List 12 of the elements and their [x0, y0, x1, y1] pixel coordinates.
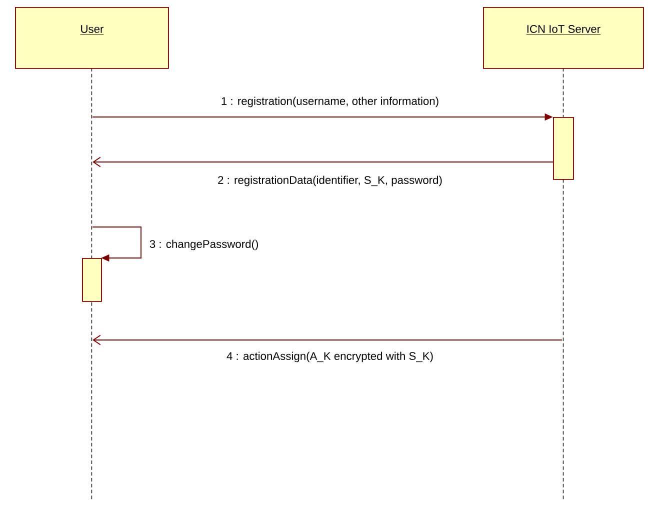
lifeline-header-box: ICN IoT Server [483, 7, 644, 69]
message-arrow [92, 334, 562, 346]
activation-bar [82, 258, 102, 302]
message-label: 1 : registration(username, other information) [222, 96, 438, 108]
lifeline [91, 68, 92, 501]
activation-bar [553, 117, 574, 180]
message-label: 2 : registrationData(identifier, S_K, password) [218, 176, 442, 186]
message-arrow [92, 226, 142, 262]
lifeline-header-box: User [15, 7, 169, 69]
message-arrow [92, 156, 554, 168]
message-label: 4 : actionAssign(A_K encrypted with S_K) [226, 352, 433, 362]
message-label: 3 : changePassword() [150, 240, 258, 250]
